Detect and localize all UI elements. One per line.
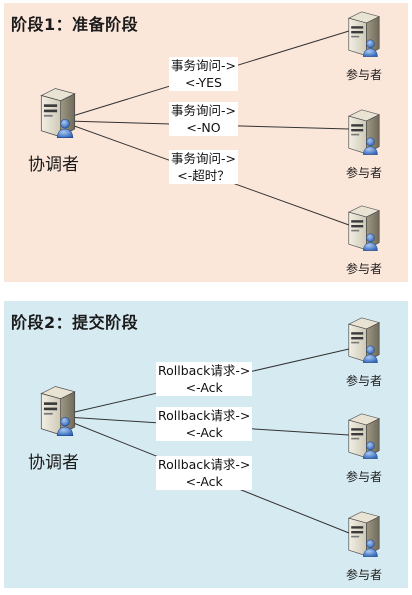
phase1-participant-label-1: 参与者	[345, 68, 382, 82]
message-request: Rollback请求->	[158, 363, 251, 378]
phase2-participant-label-2: 参与者	[345, 470, 382, 484]
message-request: Rollback请求->	[158, 408, 251, 423]
message-request: 事务询问->	[171, 58, 236, 73]
phase2-message-1: Rollback请求-> <-Ack	[156, 362, 253, 396]
phase2-message-2: Rollback请求-> <-Ack	[156, 407, 253, 441]
message-request: Rollback请求->	[158, 457, 251, 472]
message-response: <-NO	[186, 120, 221, 135]
participant-server-icon	[344, 203, 384, 255]
phase1-message-1: 事务询问-> <-YES	[169, 57, 238, 91]
phase1-panel: 阶段1：准备阶段 协调者 参与者 参与者 参与者 事务询问-> <-YES 事务…	[4, 3, 408, 282]
phase1-message-3: 事务询问-> <-超时？	[169, 150, 238, 184]
phase1-coordinator-label: 协调者	[28, 155, 79, 175]
phase2-participant-label-1: 参与者	[345, 374, 382, 388]
message-response: <-YES	[185, 75, 222, 90]
phase2-panel: 阶段2：提交阶段 协调者 参与者 参与者 参与者 Rollback请求-> <-…	[4, 301, 408, 588]
coordinator-server-icon	[36, 83, 80, 145]
message-response: <-Ack	[185, 474, 223, 489]
message-request: 事务询问->	[171, 103, 236, 118]
phase1-participant-label-3: 参与者	[345, 262, 382, 276]
phase1-title: 阶段1：准备阶段	[11, 15, 139, 34]
participant-server-icon	[344, 9, 384, 61]
coordinator-server-icon	[36, 381, 80, 443]
message-response: <-超时？	[177, 168, 230, 183]
participant-server-icon	[344, 107, 384, 159]
participant-server-icon	[344, 509, 384, 561]
phase1-message-2: 事务询问-> <-NO	[169, 102, 238, 136]
message-response: <-Ack	[185, 380, 223, 395]
phase2-coordinator-label: 协调者	[28, 453, 79, 473]
phase2-title: 阶段2：提交阶段	[11, 313, 139, 332]
message-response: <-Ack	[185, 425, 223, 440]
phase1-participant-label-2: 参与者	[345, 166, 382, 180]
phase2-participant-label-3: 参与者	[345, 568, 382, 582]
phase2-message-3: Rollback请求-> <-Ack	[156, 456, 253, 490]
participant-server-icon	[344, 411, 384, 463]
participant-server-icon	[344, 315, 384, 367]
message-request: 事务询问->	[171, 151, 236, 166]
